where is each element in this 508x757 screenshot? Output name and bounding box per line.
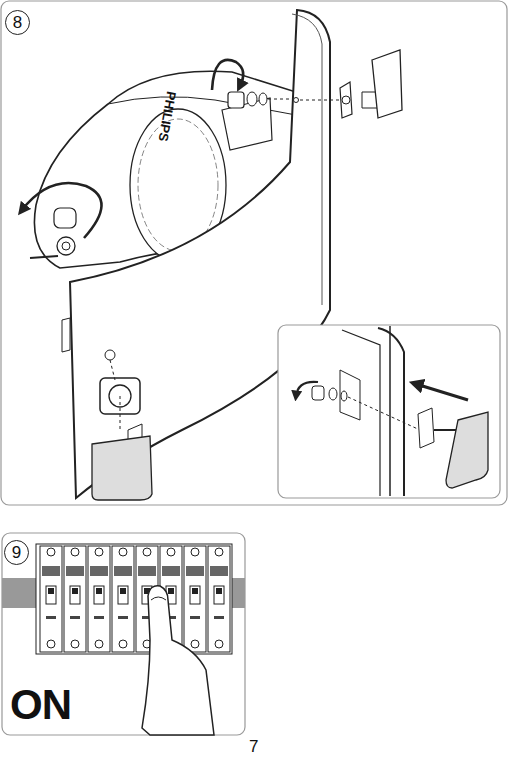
step-number: 8 [5,10,30,35]
step-number: 9 [4,540,29,565]
step-number-text: 8 [13,14,22,31]
step-number-text: 9 [12,544,21,561]
switch-state: ON [10,684,71,726]
page-number: 7 [249,738,258,755]
